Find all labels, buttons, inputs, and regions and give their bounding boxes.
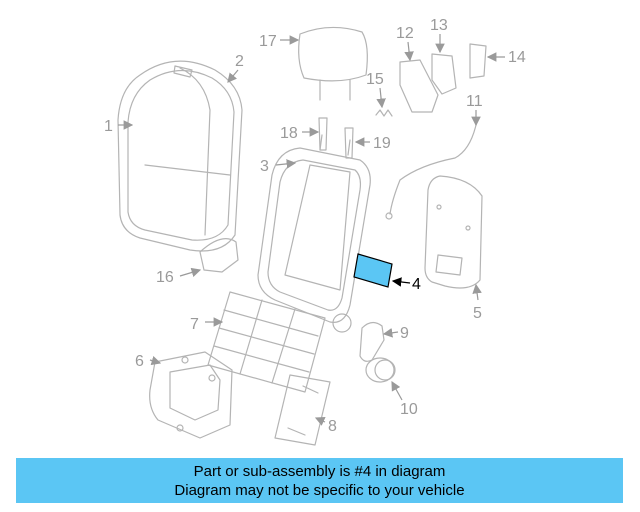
back-panel: [424, 175, 483, 289]
callout-16: 16: [156, 269, 174, 286]
callout-5: 5: [473, 305, 482, 322]
headrest: [298, 26, 368, 101]
bracket: [149, 351, 233, 439]
callout-8: 8: [328, 418, 337, 435]
spring: [375, 109, 393, 117]
parts-diagram: 1 2 3 4 5 6 7 8 9 10 11 12 13 14 15 16 1…: [104, 17, 526, 446]
callout-3: 3: [260, 158, 269, 175]
guide-sleeve-locking: [344, 127, 354, 159]
callout-11: 11: [466, 93, 483, 110]
callout-7: 7: [190, 316, 199, 333]
recliner-handle: [359, 321, 385, 362]
callout-15: 15: [366, 71, 384, 88]
callout-18: 18: [280, 125, 298, 142]
callout-13: 13: [430, 17, 448, 34]
info-banner: Part or sub-assembly is #4 in diagram Di…: [16, 458, 623, 503]
seat-back-frame: [257, 134, 371, 333]
seat-back-cushion: [117, 60, 243, 252]
highlighted-part-4: [353, 253, 393, 288]
callout-2: 2: [235, 53, 244, 70]
callout-19: 19: [373, 135, 391, 152]
callout-14: 14: [508, 49, 526, 66]
banner-line-1: Part or sub-assembly is #4 in diagram: [193, 462, 446, 480]
callout-9: 9: [400, 325, 409, 342]
clip: [199, 238, 239, 273]
adjuster-knob: [365, 357, 396, 383]
leader-lines: [118, 34, 505, 426]
guide-sleeve: [318, 117, 328, 151]
control-switches: [399, 43, 487, 113]
callout-1: 1: [104, 118, 113, 135]
banner-line-2: Diagram may not be specific to your vehi…: [174, 481, 465, 499]
spring-set: [274, 374, 331, 446]
callout-6: 6: [135, 353, 144, 370]
callout-4: 4: [412, 276, 421, 293]
cable: [385, 124, 477, 220]
callout-17: 17: [259, 33, 277, 50]
callout-10: 10: [400, 401, 418, 418]
callout-12: 12: [396, 25, 414, 42]
lumbar-support-mesh: [207, 291, 326, 393]
